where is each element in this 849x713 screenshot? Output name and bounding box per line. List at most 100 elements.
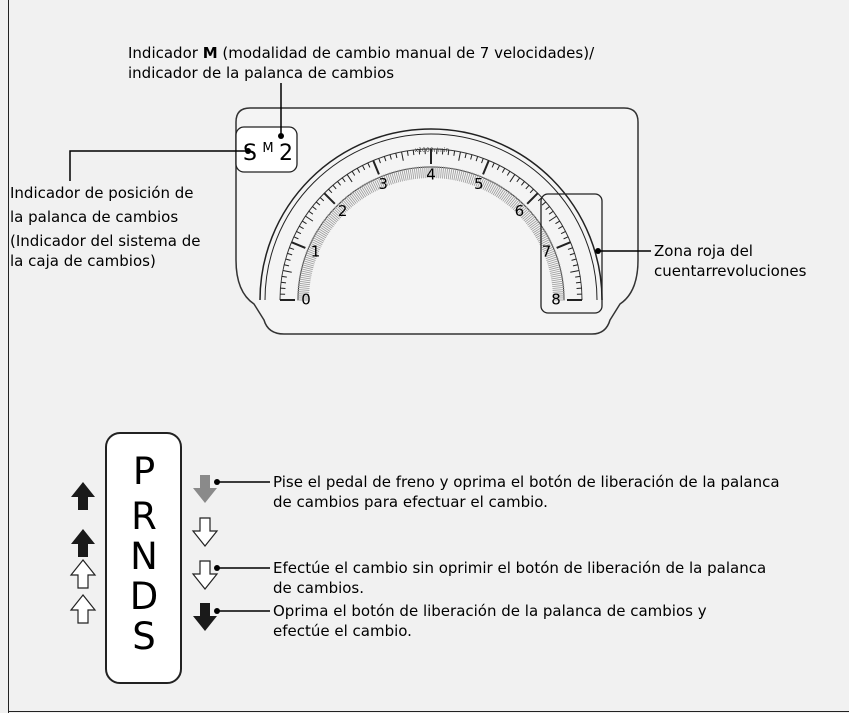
tach-hatch-line xyxy=(528,219,539,228)
tach-hatch-line xyxy=(529,220,540,229)
tach-hatch-line xyxy=(451,167,455,180)
tach-hatch-line xyxy=(533,227,545,235)
tach-hatch-line xyxy=(333,207,343,217)
tach-hatch-line xyxy=(506,195,516,206)
tach-hatch-line xyxy=(312,236,324,244)
tach-hatch-line xyxy=(489,182,496,194)
tach-minor-tick xyxy=(555,220,561,225)
tach-minor-tick xyxy=(305,215,314,222)
tach-hatch-line xyxy=(351,191,360,202)
tach-minor-tick xyxy=(296,231,302,235)
m-indicator-bold: M xyxy=(202,44,218,62)
shift-position-s: S xyxy=(132,615,156,658)
tach-hatch-line xyxy=(544,250,556,256)
tach-hatch-line xyxy=(316,229,328,237)
shift-position-box xyxy=(105,432,182,684)
tach-hatch-line xyxy=(436,166,438,179)
tach-hatch-line xyxy=(549,266,561,271)
tach-hatch-line xyxy=(518,206,528,216)
tach-hatch-line xyxy=(522,211,532,220)
tach-hatch-line xyxy=(389,172,394,185)
tach-hatch-line xyxy=(550,272,563,276)
tach-hatch-line xyxy=(358,186,366,198)
tach-hatch-line xyxy=(397,170,402,182)
tach-hatch-line xyxy=(479,176,485,189)
tach-hatch-line xyxy=(297,291,310,293)
tach-number-0: 0 xyxy=(301,291,311,309)
tach-hatch-line xyxy=(379,176,385,188)
tach-hatch-line xyxy=(346,195,356,206)
tach-hatch-line xyxy=(373,178,380,190)
gear-mode-superscript: M xyxy=(262,141,273,156)
tach-hatch-line xyxy=(473,174,479,187)
tach-hatch-line xyxy=(409,167,413,180)
tach-hatch-line xyxy=(327,214,338,223)
leader-position-indicator xyxy=(69,150,248,181)
up-arrow-black-1 xyxy=(71,482,95,510)
tach-minor-tick xyxy=(567,247,573,250)
tach-hatch-line xyxy=(302,262,314,267)
tach-hatch-line xyxy=(405,168,409,181)
tach-hatch-line xyxy=(471,173,477,186)
redzone-box xyxy=(540,193,603,314)
position-indicator-line-3: (Indicador del sistema de xyxy=(10,232,201,250)
tach-minor-tick xyxy=(289,247,295,250)
tach-hatch-line xyxy=(541,242,553,249)
tach-hatch-line xyxy=(449,167,453,180)
tach-hatch-line xyxy=(348,193,357,204)
up-arrow-outline-2 xyxy=(69,594,97,624)
tach-hatch-line xyxy=(301,266,313,271)
tach-hatch-line xyxy=(364,183,371,195)
tach-hatch-line xyxy=(477,176,483,188)
tach-hatch-line xyxy=(540,240,552,247)
tach-hatch-line xyxy=(549,270,562,274)
tach-hatch-line xyxy=(497,187,505,199)
tach-hatch-line xyxy=(551,280,564,284)
tach-hatch-line xyxy=(552,291,565,293)
tach-hatch-line xyxy=(531,224,543,232)
tach-hatch-line xyxy=(548,264,561,269)
tach-hatch-line xyxy=(515,203,525,213)
tach-minor-tick xyxy=(351,170,356,176)
tach-minor-tick xyxy=(575,281,582,284)
tach-minor-tick xyxy=(287,252,293,256)
tach-minor-tick xyxy=(501,168,506,173)
tach-minor-tick xyxy=(525,184,530,190)
gray-arrow-text-2: de cambios para efectuar el cambio. xyxy=(273,493,548,511)
tach-hatch-line xyxy=(549,268,562,272)
tach-hatch-line xyxy=(345,196,354,207)
tach-hatch-line xyxy=(395,170,400,183)
tach-hatch-line xyxy=(413,167,417,180)
tach-minor-tick xyxy=(282,270,292,273)
tach-hatch-line xyxy=(484,179,491,191)
up-arrow-outline-1 xyxy=(69,559,97,589)
tach-hatch-line xyxy=(491,183,498,195)
tach-hatch-line xyxy=(552,293,565,295)
tach-hatch-line xyxy=(326,215,337,225)
tach-ticks xyxy=(280,149,582,301)
tach-hatch-line xyxy=(391,171,396,184)
tach-minor-tick xyxy=(412,149,415,156)
tach-hatch-line xyxy=(551,276,564,280)
tach-hatch-line xyxy=(415,166,419,179)
tach-hatch-line xyxy=(297,284,310,288)
m-indicator-callout-line2: indicador de la palanca de cambios xyxy=(128,64,395,82)
tach-minor-tick xyxy=(481,158,484,164)
tach-hatch-line xyxy=(350,192,359,203)
redzone-line-2: cuentarrevoluciones xyxy=(654,262,807,280)
tach-hatch-line xyxy=(407,167,411,180)
tach-hatch-line xyxy=(457,169,461,182)
tach-hatch-line xyxy=(298,278,311,282)
tach-minor-tick xyxy=(563,236,569,240)
tach-hatch-line xyxy=(438,166,440,179)
m-indicator-prefix: Indicador xyxy=(128,44,203,62)
tach-hatch-line xyxy=(357,187,365,199)
tach-minor-tick xyxy=(406,150,409,156)
tach-hatch-line xyxy=(360,185,368,197)
tach-hatch-line xyxy=(366,182,373,194)
tach-hatch-line xyxy=(331,209,342,219)
tach-hatch-line xyxy=(480,177,487,189)
tach-minor-tick xyxy=(337,181,342,186)
